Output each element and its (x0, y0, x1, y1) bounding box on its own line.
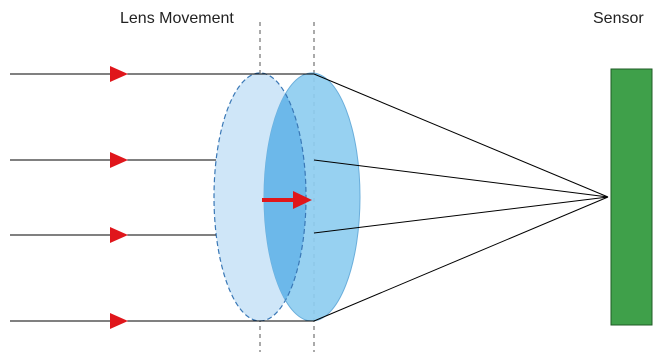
ray-3-arrowhead (110, 227, 128, 243)
ray-2-refracted (313, 159, 609, 198)
ray-4-arrowhead (110, 313, 128, 329)
ray-1-arrowhead (110, 66, 128, 82)
lens-movement-label: Lens Movement (120, 10, 234, 27)
ray-4-refracted (313, 196, 609, 322)
lens-overlap-region (264, 73, 307, 321)
ray-1-refracted (313, 73, 609, 198)
ray-3-refracted (313, 196, 609, 234)
ray-2-arrowhead (110, 152, 128, 168)
lens-movement-arrowhead (293, 191, 312, 209)
sensor-block (610, 68, 653, 326)
sensor-label: Sensor (593, 10, 644, 27)
